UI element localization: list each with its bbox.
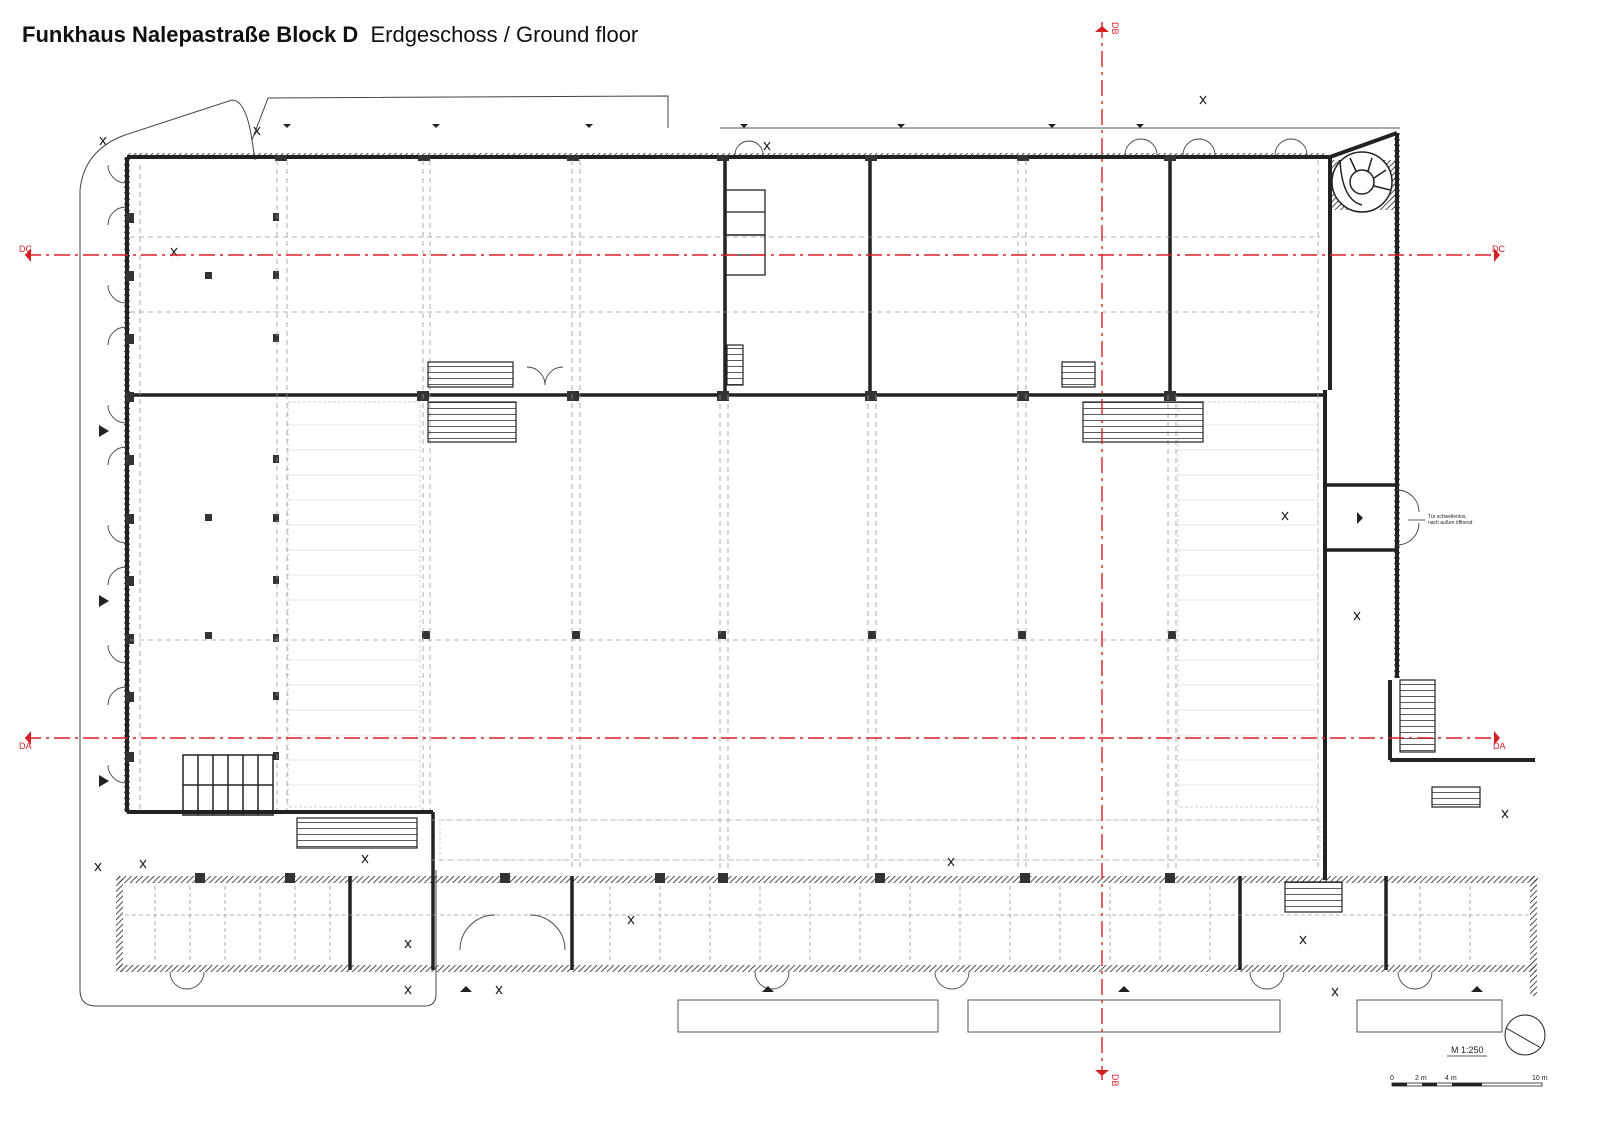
service-core bbox=[724, 189, 766, 276]
floor-subtitle: Erdgeschoss / Ground floor bbox=[370, 22, 639, 47]
section-da-label-right: DA bbox=[1493, 741, 1506, 751]
section-da-label-left: DA bbox=[19, 741, 32, 751]
wc-cubicles bbox=[182, 754, 274, 816]
scale-tick-2: 2 m bbox=[1415, 1075, 1427, 1082]
building-title: Funkhaus Nalepastraße Block D bbox=[22, 22, 359, 47]
scale-tick-10: 10 m bbox=[1532, 1075, 1548, 1082]
columns bbox=[126, 155, 1176, 883]
south-wing-dividers bbox=[125, 886, 1530, 962]
level-markers bbox=[94, 95, 1509, 997]
site-boundary-west bbox=[79, 134, 437, 1007]
scale-label-group: M 1:250 bbox=[1447, 1045, 1487, 1057]
section-line-db: DB DB bbox=[1095, 22, 1120, 1087]
door-note-line-1: Tür schwellenlos, bbox=[1428, 514, 1467, 520]
section-dc-label-left: DC bbox=[19, 244, 32, 254]
section-line-da: DA DA bbox=[19, 731, 1506, 751]
spiral-stair bbox=[1330, 151, 1395, 213]
section-dc-label-right: DC bbox=[1492, 244, 1505, 254]
entrance-arrow-icons bbox=[99, 124, 1483, 992]
beam-rows bbox=[288, 424, 1318, 786]
door-note-line-2: nach außen öffnend bbox=[1428, 520, 1473, 526]
outdoor-landings bbox=[677, 999, 1503, 1033]
scale-bar: 0 2 m 4 m 10 m bbox=[1390, 1075, 1548, 1087]
door-annotation: Tür schwellenlos, nach außen öffnend bbox=[1408, 514, 1473, 526]
north-arrow-icon bbox=[1504, 1014, 1546, 1056]
ceiling-beams bbox=[287, 401, 1321, 861]
section-db-label-top: DB bbox=[1110, 22, 1120, 35]
scale-tick-0: 0 bbox=[1390, 1075, 1394, 1082]
scale-label: M 1:250 bbox=[1451, 1045, 1484, 1055]
north-door-swings bbox=[734, 138, 1308, 156]
scale-tick-4: 4 m bbox=[1445, 1075, 1457, 1082]
drawing-title: Funkhaus Nalepastraße Block D Erdgeschos… bbox=[22, 20, 638, 50]
section-db-label-bottom: DB bbox=[1110, 1074, 1120, 1087]
structural-grid bbox=[130, 160, 1320, 870]
section-line-dc: DC DC bbox=[19, 244, 1505, 262]
main-walls bbox=[125, 131, 1535, 880]
site-boundary bbox=[124, 95, 669, 161]
staircases bbox=[296, 344, 1481, 913]
south-door-swings bbox=[169, 971, 1433, 990]
west-door-swings bbox=[107, 164, 1420, 951]
